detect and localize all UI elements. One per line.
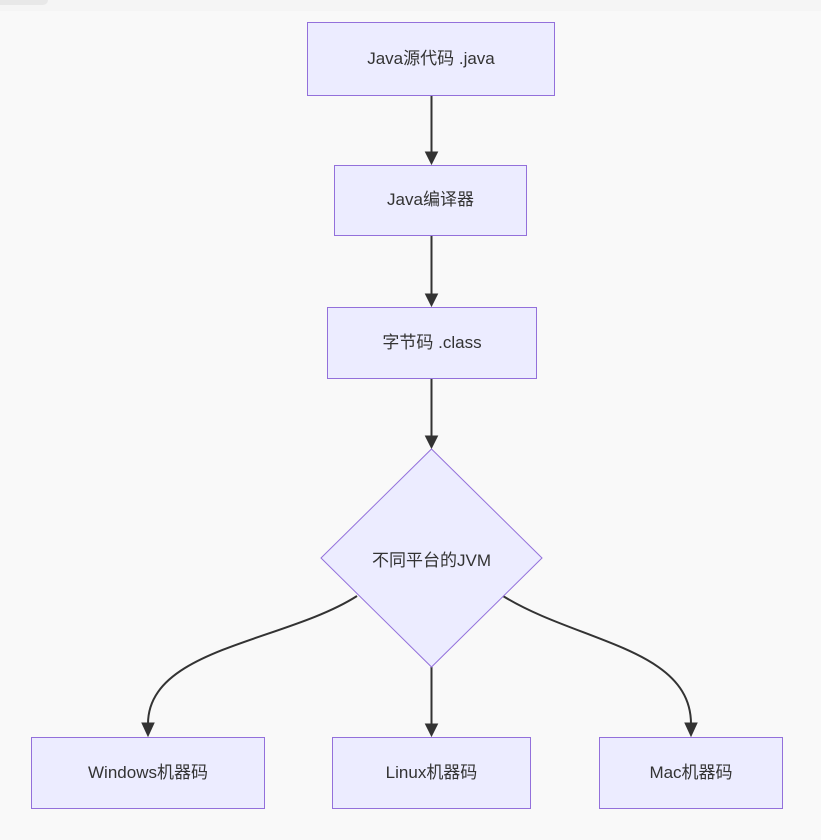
node-java-source: Java源代码 .java <box>307 22 555 96</box>
node-linux-machine-code: Linux机器码 <box>332 737 531 809</box>
node-java-source-label: Java源代码 .java <box>367 48 495 68</box>
arrowhead-icon <box>141 722 155 738</box>
edge-line <box>502 595 692 725</box>
node-linux-machine-code-label: Linux机器码 <box>385 762 478 782</box>
arrowhead-icon <box>424 435 439 450</box>
node-bytecode-label: 字节码 .class <box>382 332 482 352</box>
edge-jvm-to-linux <box>424 667 439 738</box>
browser-ui-remnant <box>0 0 48 5</box>
node-bytecode: 字节码 .class <box>327 307 537 379</box>
node-windows-machine-code-label: Windows机器码 <box>88 762 208 782</box>
node-mac-machine-code: Mac机器码 <box>599 737 783 809</box>
edge-compiler-to-bytecode <box>424 236 439 308</box>
top-edge-strip <box>0 0 821 11</box>
node-java-compiler: Java编译器 <box>334 165 527 236</box>
node-jvm-diamond-shape <box>320 448 543 668</box>
edge-jvm-to-mac <box>502 595 698 738</box>
arrowhead-icon <box>424 293 439 308</box>
arrowhead-icon <box>684 722 698 738</box>
edge-line <box>147 595 358 725</box>
node-windows-machine-code: Windows机器码 <box>31 737 265 809</box>
edge-bytecode-to-jvm <box>424 379 439 450</box>
node-mac-machine-code-label: Mac机器码 <box>649 762 733 782</box>
arrowhead-icon <box>424 151 439 166</box>
arrowhead-icon <box>424 723 439 738</box>
edge-jvm-to-windows <box>141 595 358 738</box>
edge-source-to-compiler <box>424 96 439 166</box>
node-java-compiler-label: Java编译器 <box>387 190 474 210</box>
